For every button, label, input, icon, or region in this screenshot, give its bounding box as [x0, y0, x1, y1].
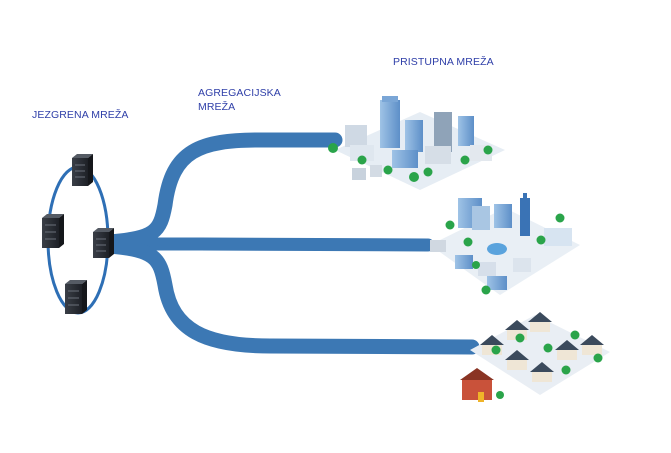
aggregation-links [102, 132, 480, 355]
city-cluster-icon [328, 96, 505, 190]
core-servers [42, 154, 114, 314]
aggregation-network-label: AGREGACIJSKA MREŽA [198, 86, 281, 114]
residential-cluster-icon [460, 312, 610, 402]
server-icon [42, 214, 64, 248]
aggregation-label-line1: AGREGACIJSKA [198, 87, 281, 99]
server-icon [65, 280, 87, 314]
campus-cluster-icon [430, 193, 580, 295]
link-to-residential [102, 238, 480, 355]
link-to-city [102, 132, 343, 250]
server-icon [93, 228, 114, 258]
aggregation-label-line2: MREŽA [198, 101, 236, 113]
access-network-label: PRISTUPNA MREŽA [393, 56, 494, 68]
core-network-label: JEZGRENA MREŽA [32, 109, 129, 121]
link-to-campus [103, 237, 435, 252]
server-icon [72, 154, 93, 186]
